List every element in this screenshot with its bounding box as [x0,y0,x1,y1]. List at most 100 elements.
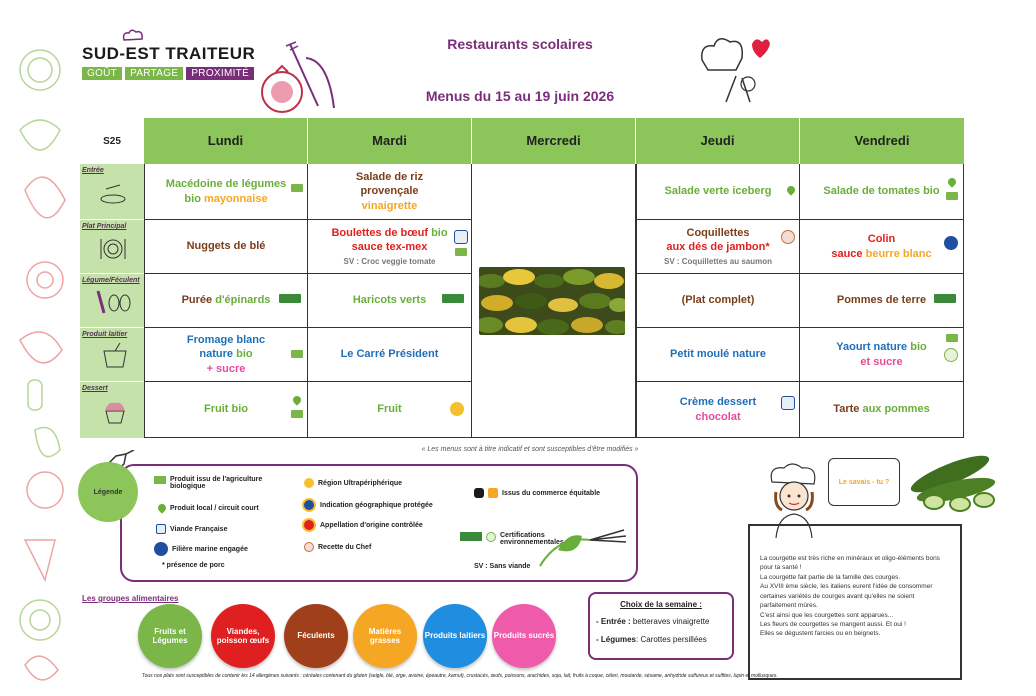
environmental-round-icon [486,532,496,542]
choice-value: : Carottes persillées [636,635,707,644]
bio-label-icon [291,184,303,192]
dish-sauce: sauce tex-mex [351,240,428,253]
chef-recipe-icon [781,230,795,244]
viande-francaise-icon [454,230,468,244]
dish-text: Petit moulé nature [670,348,766,361]
category-laitier: Produit laitier [80,328,144,382]
category-label: Dessert [82,385,108,392]
environmental-certification-icon [460,532,482,541]
plate-cutlery-icon [100,239,126,260]
vegetarian-alternative: SV : Croc veggie tomate [343,257,436,267]
dish-sauce: beurre blanc [865,247,932,260]
dish-text: + sucre [206,362,246,375]
dish-mardi-legume: Haricots verts [308,274,472,328]
fairtrade-icon [474,488,484,498]
dish-vendredi-dessert: Tarte aux pommes [800,382,964,438]
dish-text: Colin [867,233,896,246]
food-group-fruits-legumes: Fruits et Légumes [138,604,202,668]
food-groups-title: Les groupes alimentaires [82,594,179,603]
dish-vendredi-legume: Pommes de terre [800,274,964,328]
menu-disclaimer: « Les menus sont à titre indicatif et so… [421,446,639,453]
day-header-mardi: Mardi [308,118,472,164]
legend-igp: Indication géographique protégée [302,498,433,512]
vegetables-icon [96,290,131,314]
dish-text: Salade verte iceberg [664,185,772,198]
dish-bio: bio [923,185,940,198]
bio-label-icon [946,334,958,342]
dish-lundi-plat: Nuggets de blé [144,220,308,274]
fact-line: La courgette fait partie de la famille d… [760,573,901,581]
dish-text: Salade de tomates [823,185,921,198]
cupcake-icon [105,402,125,424]
legend-environmental: Certifications environnementales [460,532,570,546]
dish-text: Salade de riz [355,171,424,184]
bio-label-icon [291,350,303,358]
marine-engagee-icon [944,236,958,250]
dish-lundi-entree: Macédoine de légumes bio mayonnaise [144,164,308,220]
menu-grid: S25 Lundi Mardi Mercredi Jeudi Vendredi … [80,118,964,438]
category-legume: Légume/Féculent [80,274,144,328]
food-group-produits-laitiers: Produits laitiers [423,604,487,668]
fact-line: Elles se dégustent farcies ou en beignet… [760,630,881,638]
legend-marine: Filière marine engagée [154,542,248,556]
dish-mardi-entree: Salade de riz provençale vinaigrette [308,164,472,220]
choice-value: betteraves vinaigrette [632,617,710,626]
marine-engagee-icon [154,542,168,556]
viande-francaise-icon [156,524,166,534]
legend-text: Région Ultrapériphérique [318,479,403,487]
viande-francaise-icon [781,396,795,410]
choice-entree: - Entrée : betteraves vinaigrette [596,617,726,626]
legend-sans-viande: SV : Sans viande [474,563,530,570]
dish-bio: bio [231,403,249,416]
did-you-know-panel: La courgette est très riche en minéraux … [748,524,962,680]
environmental-certification-icon [944,348,958,362]
did-you-know-bubble: Le savais - tu ? [828,458,900,506]
dish-mardi-laitier: Le Carré Président [308,328,472,382]
dish-text: Fruit [203,403,229,416]
brand-logo: SUD-EST TRAITEUR GOÛT PARTAGE PROXIMITÉ [82,29,272,80]
dish-text: Tarte [833,403,860,416]
legend-text: Produit local / circuit court [170,504,259,512]
legend-text: Certifications environnementales [500,532,564,546]
category-label: Entrée [82,167,104,174]
dairy-pot-icon [103,342,127,368]
brand-tags: GOÛT PARTAGE PROXIMITÉ [82,67,272,80]
legend-text: Indication géographique protégée [320,501,433,509]
chef-recipe-icon [304,542,314,552]
legend-porc: * présence de porc [162,562,225,569]
choice-of-week-panel: Choix de la semaine : - Entrée : bettera… [588,592,734,660]
legend-rup: Région Ultrapériphérique [304,478,402,488]
choice-label: - Légumes [596,635,637,644]
choice-title: Choix de la semaine : [620,600,702,609]
plate-hand-icon [100,184,126,204]
dish-bio: bio [236,348,253,361]
courgettes-photo [479,267,625,335]
dish-sauce: vinaigrette [361,199,418,212]
category-dessert: Dessert [80,382,144,438]
vegetarian-alternative: SV : Coquillettes au saumon [663,257,772,267]
decorative-fruit-strip [19,49,66,681]
dish-mardi-plat: Boulettes de bœuf bio sauce tex-mex SV :… [308,220,472,274]
local-pin-icon [946,176,958,188]
dish-lundi-laitier: Fromage blanc nature bio + sucre [144,328,308,382]
dish-text: Boulettes de bœuf [331,226,428,239]
dish-text: Pommes de terre [836,294,927,307]
food-group-matieres-grasses: Matières grasses [353,604,417,668]
dish-vendredi-laitier: Yaourt nature bio et sucre [800,328,964,382]
dish-text: sauce [831,247,863,260]
local-pin-icon [785,184,797,196]
brand-title: SUD-EST TRAITEUR [82,44,256,63]
week-label: S25 [103,135,121,147]
brand-tag: GOÛT [82,67,123,80]
fork-leaf-icon [539,529,627,567]
aoc-icon [302,518,316,532]
food-group-produits-sucres: Produits sucrés [492,604,556,668]
dish-jeudi-laitier: Petit moulé nature [636,328,800,382]
dish-vendredi-plat: Colin sauce beurre blanc [800,220,964,274]
legend-bio: Produit issu de l'agriculture biologique [154,476,274,490]
dish-text: (Plat complet) [681,294,755,307]
legend-panel [120,464,638,582]
category-label: Plat Principal [82,223,127,230]
environmental-certification-icon [279,294,301,303]
category-label: Légume/Féculent [82,277,140,284]
